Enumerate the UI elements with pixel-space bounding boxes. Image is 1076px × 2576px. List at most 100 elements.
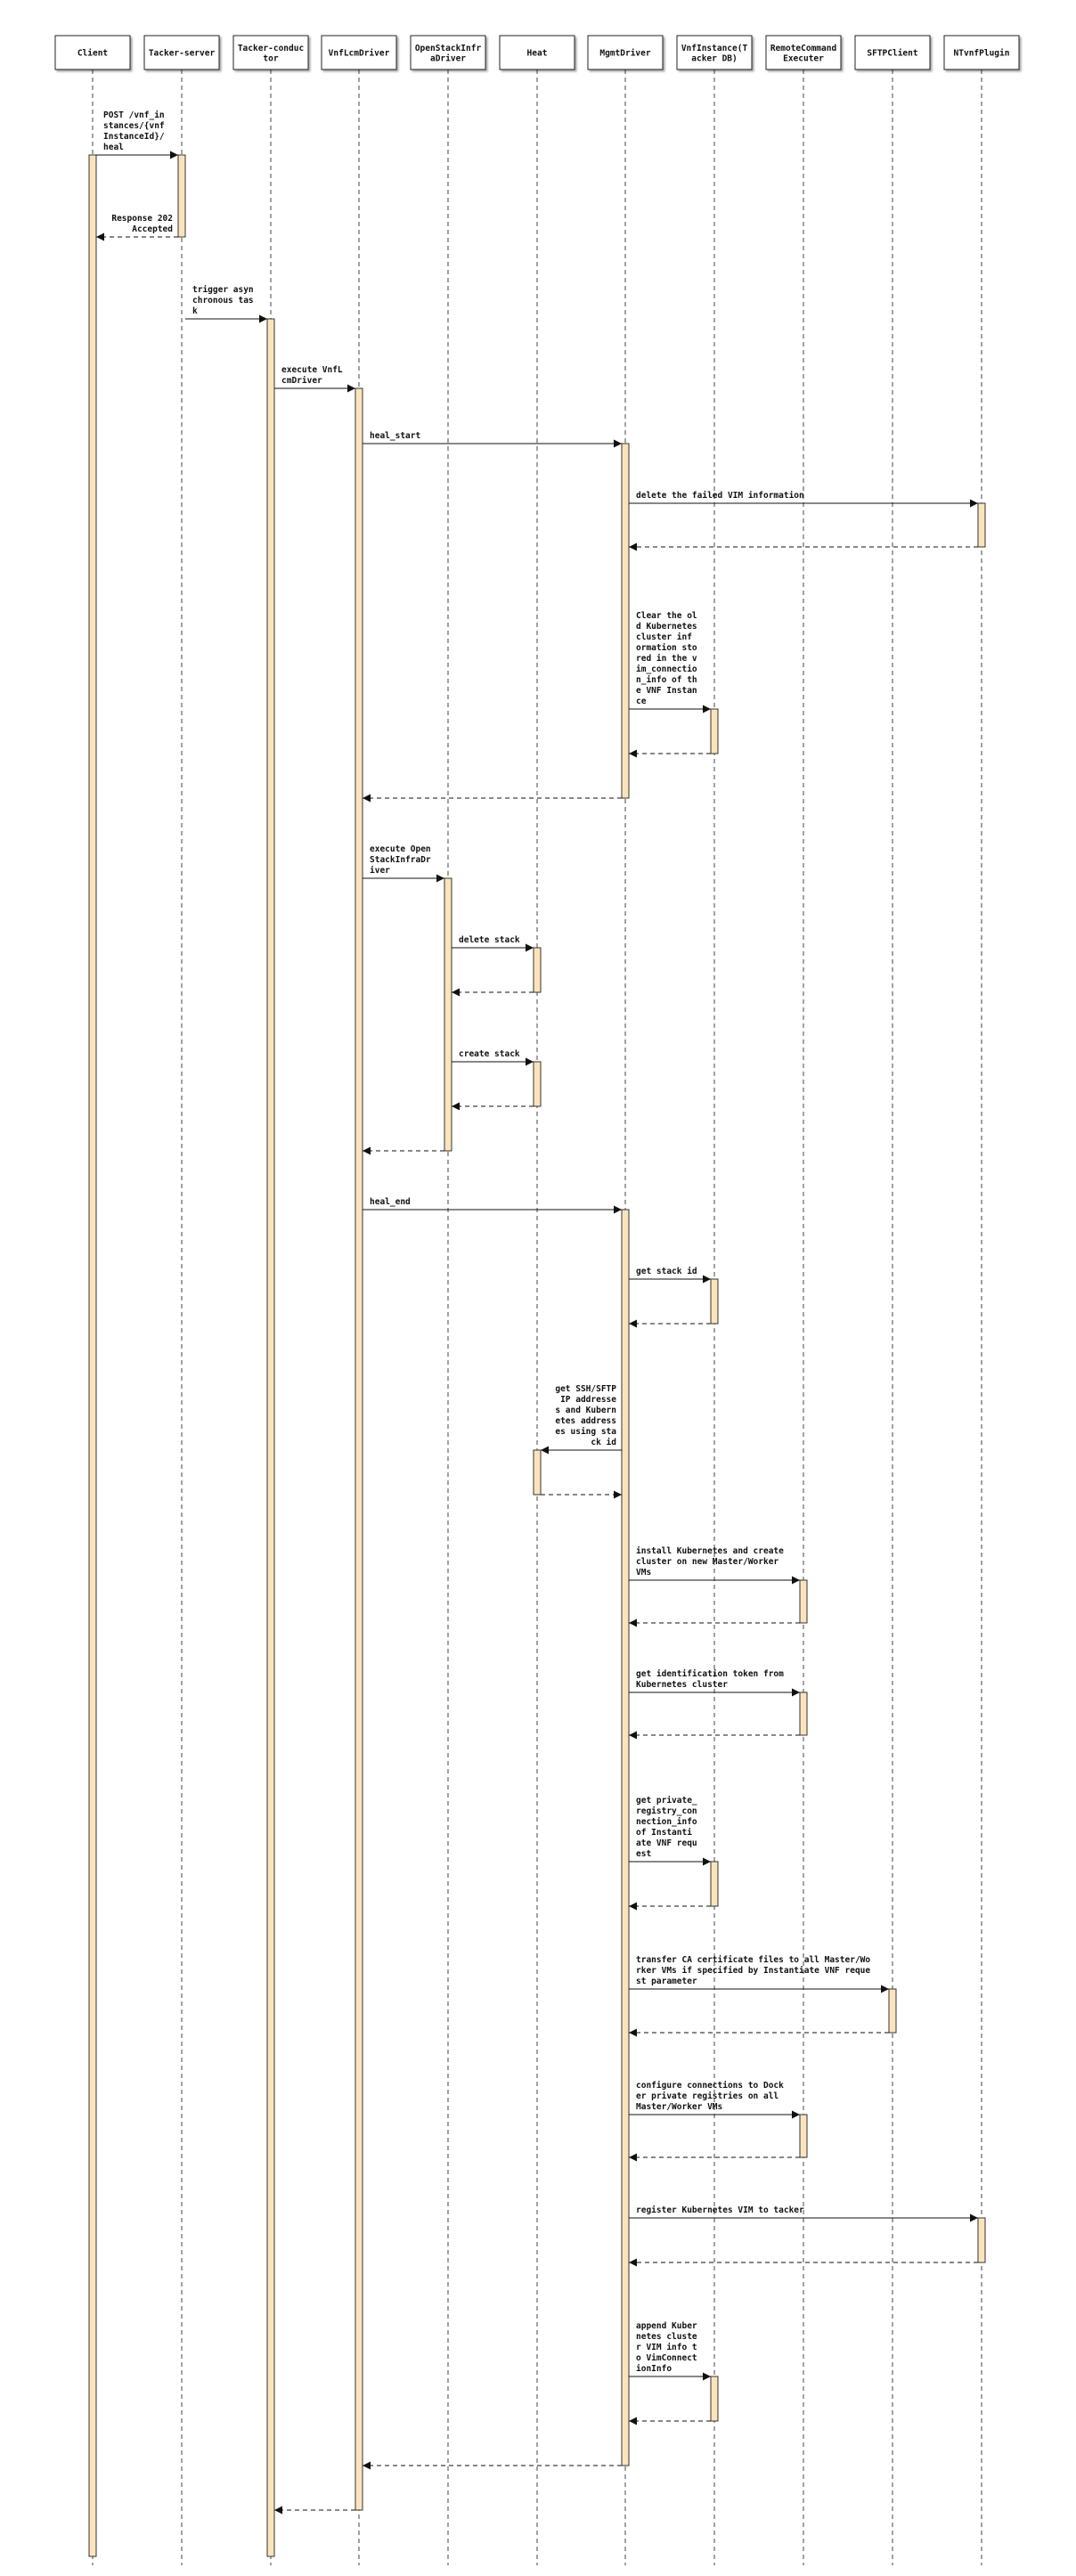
participant-label: SFTPClient <box>867 49 917 59</box>
message-label: delete stack <box>459 935 520 945</box>
message-label: cluster on new Master/Worker <box>636 1557 778 1567</box>
message-label: d Kubernetes <box>636 622 697 632</box>
participant-box <box>587 35 664 70</box>
message-label: trigger asyn <box>192 285 254 295</box>
participant-label: tor <box>263 53 278 63</box>
activation-bar-mgmt_driver <box>621 1209 630 2466</box>
participant-vnf_instance: VnfInstance(Tacker DB) <box>676 35 753 70</box>
activation-bar-vnflcm_driver <box>355 387 363 2511</box>
activation-bar-tacker_conductor <box>266 318 275 2557</box>
message-3: execute VnfLcmDriver <box>274 365 355 393</box>
participant-box <box>54 35 131 70</box>
message-label: delete the failed VIM information <box>636 491 804 501</box>
message-label: VMs <box>636 1568 651 1577</box>
activation-bar-tacker_server <box>177 154 186 238</box>
activation-bar-heat <box>533 1449 542 1496</box>
message-label: iver <box>370 866 390 876</box>
message-label: configure connections to Dock <box>636 2081 784 2091</box>
message-label: heal_end <box>370 1197 411 1207</box>
message-label: append Kuber <box>636 2321 697 2331</box>
activation-bar-remote_command_executor <box>799 1692 808 1736</box>
participant-label: Executer <box>783 53 824 63</box>
message-label: execute Open <box>370 844 431 854</box>
activation-bar-ntvnf_plugin <box>977 2217 986 2263</box>
message-17: get stack id <box>629 1267 711 1284</box>
participant-ntvnf_plugin: NTvnfPlugin <box>943 35 1020 70</box>
message-label: ionInfo <box>636 2364 672 2374</box>
message-label: im_connectio <box>636 664 697 674</box>
message-21: install Kubernetes and create cluster on… <box>629 1546 800 1585</box>
message-label: s and Kubern <box>555 1406 616 1415</box>
message-label: InstanceId}/ <box>103 132 165 142</box>
participant-box <box>943 35 1020 70</box>
participant-box <box>232 35 309 70</box>
message-label: Response 202 <box>111 214 173 224</box>
participant-vnflcm_driver: VnfLcmDriver <box>321 35 397 70</box>
message-label: chronous tas <box>192 296 254 306</box>
message-label: es using sta <box>555 1427 616 1437</box>
message-label: cmDriver <box>281 376 322 386</box>
activation-bar-mgmt_driver <box>621 443 630 799</box>
participant-label: acker DB) <box>691 53 737 63</box>
activation-bar-vnf_instance <box>710 2376 719 2422</box>
participant-label: Heat <box>527 49 548 59</box>
participant-tacker_server: Tacker-server <box>143 35 220 70</box>
message-label: POST /vnf_in <box>103 110 165 120</box>
message-label: install Kubernetes and create <box>636 1546 784 1556</box>
participant-sftp_client: SFTPClient <box>854 35 931 70</box>
participant-box <box>676 35 753 70</box>
activation-bar-heat <box>533 1061 542 1107</box>
message-7: Clear the old Kubernetes cluster informa… <box>629 611 711 713</box>
participant-label: RemoteCommand <box>770 44 837 53</box>
message-label: k <box>192 306 198 316</box>
message-label: StackInfraDr <box>370 855 431 865</box>
activation-bar-vnf_instance <box>710 1278 719 1325</box>
message-4: heal_start <box>363 431 622 448</box>
message-label: heal <box>103 143 124 152</box>
message-label: stances/{vnf <box>103 121 165 131</box>
message-label: red in the v <box>636 654 697 664</box>
participant-label: NTvnfPlugin <box>954 49 1010 59</box>
activation-bar-openstack_infra_driver <box>444 877 452 1152</box>
participant-label: OpenStackInfr <box>415 44 482 53</box>
participant-label: Tacker-server <box>149 49 216 59</box>
activation-bar-sftp_client <box>888 1988 897 2034</box>
message-label: get SSH/SFTP <box>555 1384 616 1394</box>
message-25: get private_registry_connection_info of … <box>629 1796 711 1866</box>
message-label: ormation sto <box>636 643 697 653</box>
participant-label: MgmtDriver <box>599 49 650 59</box>
participant-label: aDriver <box>430 53 466 63</box>
message-13: create stack <box>452 1049 534 1066</box>
message-11: delete stack <box>452 935 534 952</box>
message-label: ate VNF requ <box>636 1838 697 1848</box>
message-label: ck id <box>591 1438 616 1447</box>
message-label: get identification token from <box>636 1669 784 1679</box>
participant-box <box>499 35 575 70</box>
message-27: transfer CA certificate files to all Mas… <box>629 1955 889 1993</box>
participant-mgmt_driver: MgmtDriver <box>587 35 664 70</box>
message-label: heal_start <box>370 431 420 441</box>
message-label: registry_con <box>636 1806 697 1816</box>
message-label: nection_info <box>636 1817 697 1827</box>
message-label: r VIM info t <box>636 2343 697 2352</box>
activation-bar-vnf_instance <box>710 1861 719 1907</box>
activation-bar-remote_command_executor <box>799 2114 808 2158</box>
message-label: Clear the ol <box>636 611 697 621</box>
message-label: e VNF Instan <box>636 686 697 696</box>
activation-bar-ntvnf_plugin <box>977 502 986 548</box>
message-23: get identification token from Kubernetes… <box>629 1669 800 1697</box>
message-16: heal_end <box>363 1197 622 1214</box>
participant-client: Client <box>54 35 131 70</box>
message-label: get stack id <box>636 1267 697 1276</box>
activation-bar-heat <box>533 947 542 993</box>
participant-label: Tacker-conduc <box>238 44 304 53</box>
message-label: execute VnfL <box>281 365 343 375</box>
participant-box <box>321 35 397 70</box>
